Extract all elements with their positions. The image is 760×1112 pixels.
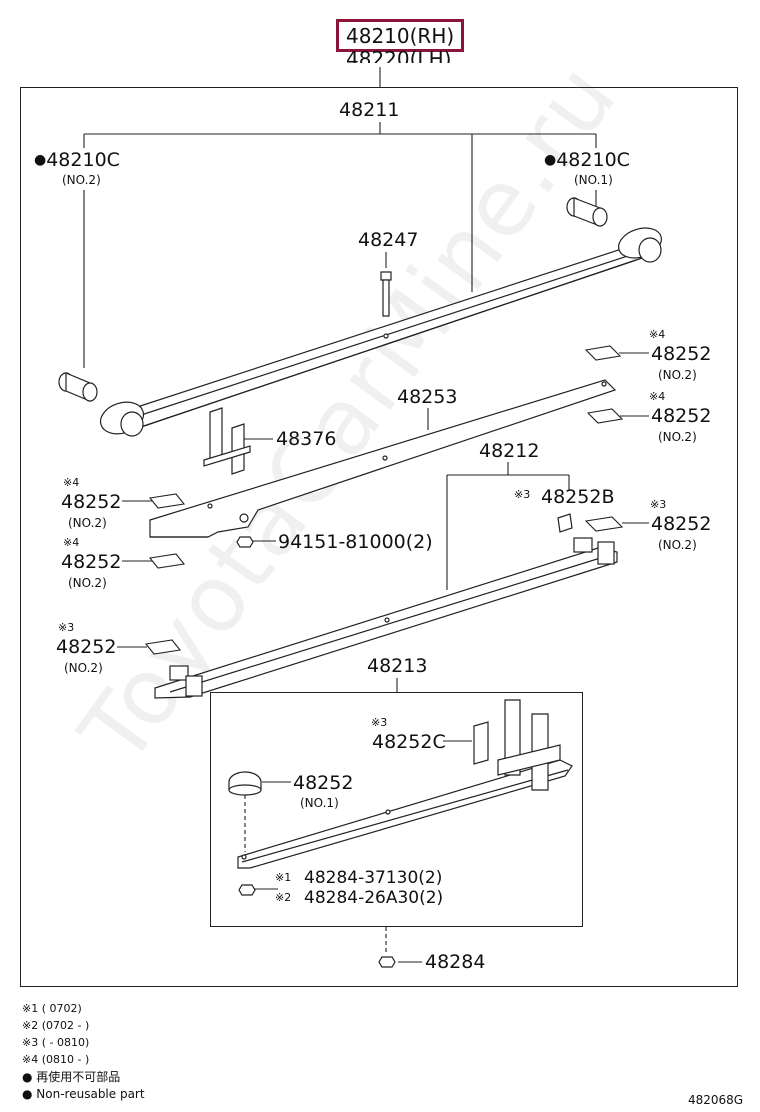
part-number-48252[interactable]: 48252 xyxy=(61,551,122,573)
part-number-48253[interactable]: 48253 xyxy=(397,386,458,408)
note-mark: ※4 xyxy=(649,390,666,403)
part-number-48212[interactable]: 48212 xyxy=(479,440,540,462)
note-mark: ※3 xyxy=(514,488,531,501)
legend-note-2: ※2 (0702 - ) xyxy=(22,1019,90,1032)
part-qualifier: (NO.2) xyxy=(68,516,107,530)
part-number-48252c[interactable]: 48252C xyxy=(372,731,446,753)
part-number-48252b[interactable]: 48252B xyxy=(541,486,615,508)
part-number-48252[interactable]: 48252 xyxy=(56,636,117,658)
note-mark: ※3 xyxy=(371,716,388,729)
legend-non-reusable-en: ● Non-reusable part xyxy=(22,1087,145,1101)
part-qualifier: (NO.2) xyxy=(658,430,697,444)
note-mark: ※1 xyxy=(275,871,292,884)
part-qualifier: (NO.2) xyxy=(62,173,101,187)
part-qualifier: (NO.2) xyxy=(68,576,107,590)
legend-non-reusable-jp: ● 再使用不可部品 xyxy=(22,1070,121,1084)
selected-part-highlight[interactable] xyxy=(336,19,464,52)
part-qualifier: (NO.2) xyxy=(658,538,697,552)
part-number-94151-81000[interactable]: 94151-81000(2) xyxy=(278,531,433,553)
part-number-48376[interactable]: 48376 xyxy=(276,428,337,450)
legend-note-1: ※1 ( 0702) xyxy=(22,1002,82,1015)
part-number-48252-no1[interactable]: 48252 xyxy=(293,772,354,794)
legend-note-3: ※3 ( - 0810) xyxy=(22,1036,90,1049)
part-number-48284-26a30[interactable]: 48284-26A30(2) xyxy=(304,888,444,908)
note-mark: ※4 xyxy=(649,328,666,341)
part-number-48252[interactable]: 48252 xyxy=(651,405,712,427)
note-mark: ※3 xyxy=(58,621,75,634)
illustration-code: 482068G xyxy=(688,1093,744,1107)
part-qualifier: (NO.1) xyxy=(574,173,613,187)
non-reusable-bullet-icon: ● xyxy=(544,152,557,168)
part-qualifier: (NO.1) xyxy=(300,796,339,810)
subassembly-frame-48213 xyxy=(210,692,583,927)
part-number-48284[interactable]: 48284 xyxy=(425,951,486,973)
part-number-48210c-right[interactable]: ●48210C xyxy=(544,149,630,171)
note-mark: ※4 xyxy=(63,476,80,489)
non-reusable-bullet-icon: ● xyxy=(34,152,47,168)
part-qualifier: (NO.2) xyxy=(658,368,697,382)
part-number-48247[interactable]: 48247 xyxy=(358,229,419,251)
non-reusable-bullet-icon: ● xyxy=(22,1087,37,1101)
part-number-48252[interactable]: 48252 xyxy=(651,343,712,365)
part-number-48210c-left[interactable]: ●48210C xyxy=(34,149,120,171)
part-number-48210-rh[interactable]: 48210(RH) xyxy=(346,24,455,48)
part-number-48220-lh[interactable]: 48220(LH) xyxy=(346,47,452,71)
part-number-48211[interactable]: 48211 xyxy=(339,99,400,121)
note-mark: ※4 xyxy=(63,536,80,549)
part-number-48252[interactable]: 48252 xyxy=(651,513,712,535)
assembly-frame xyxy=(20,87,738,987)
part-number-48213[interactable]: 48213 xyxy=(367,655,428,677)
part-number-48284-37130[interactable]: 48284-37130(2) xyxy=(304,868,443,888)
legend-note-4: ※4 (0810 - ) xyxy=(22,1053,90,1066)
part-number-48252[interactable]: 48252 xyxy=(61,491,122,513)
non-reusable-bullet-icon: ● xyxy=(22,1070,37,1084)
part-qualifier: (NO.2) xyxy=(64,661,103,675)
note-mark: ※3 xyxy=(650,498,667,511)
note-mark: ※2 xyxy=(275,891,292,904)
